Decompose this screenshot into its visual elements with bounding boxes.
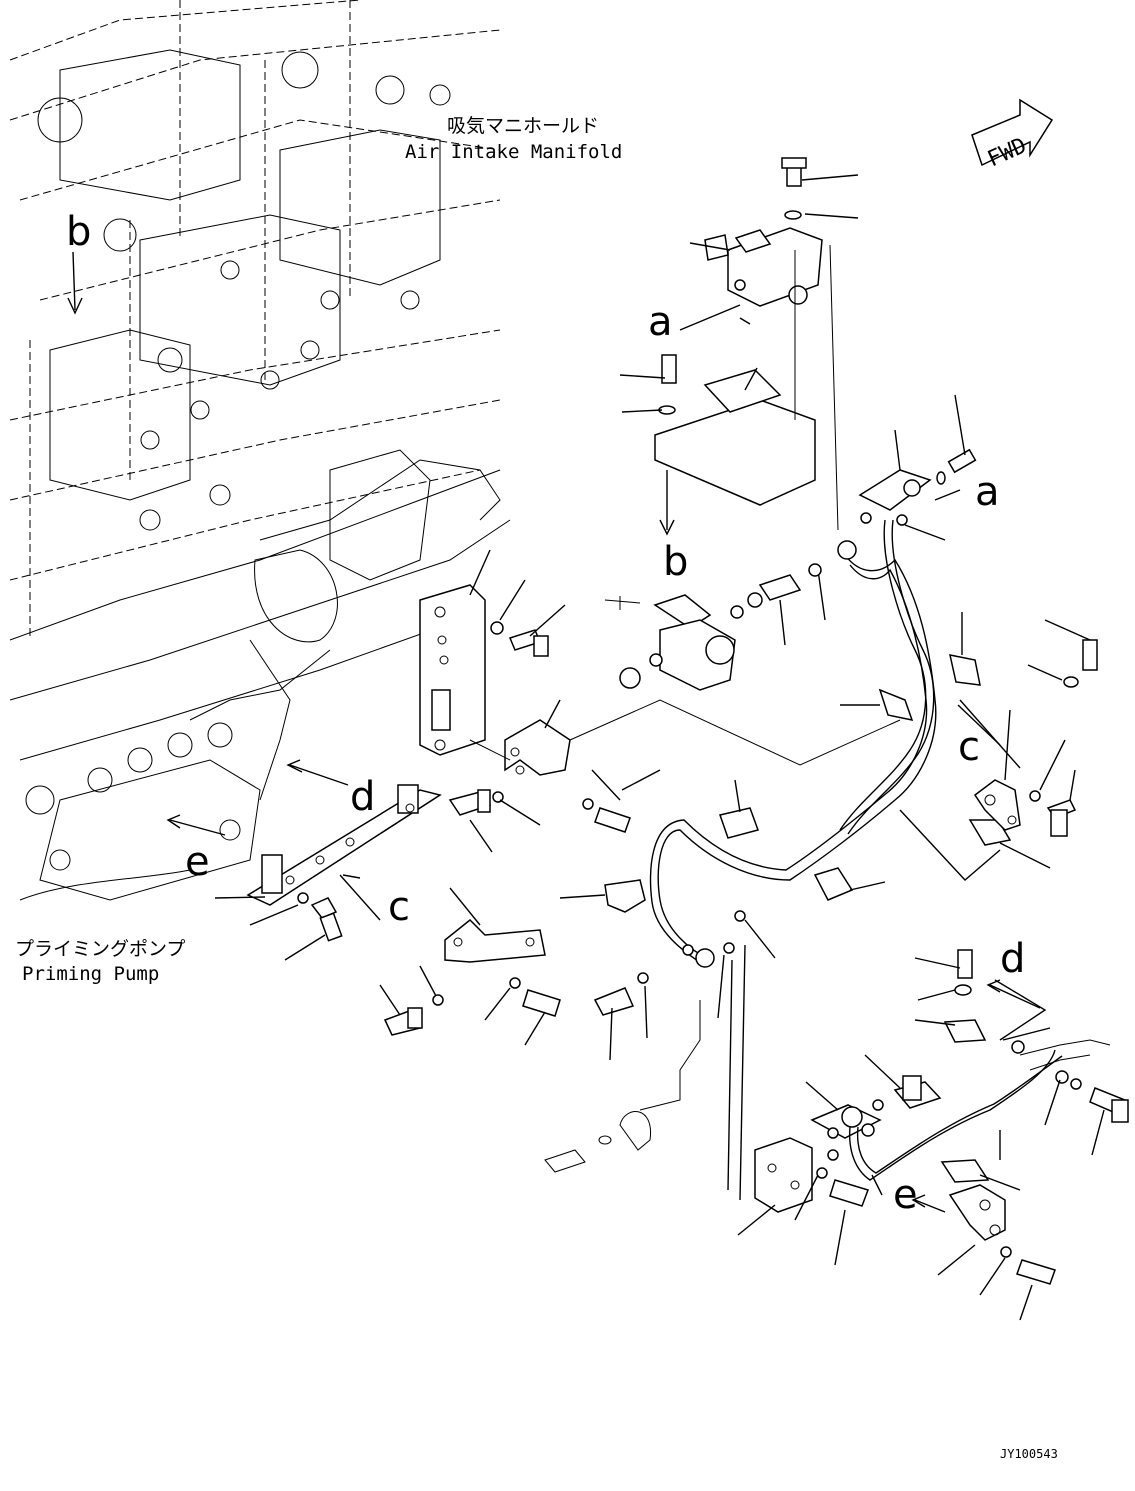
ref-d-right: d — [1000, 936, 1025, 982]
sensor-assembly — [679, 157, 859, 331]
lower-pipe-assembly — [544, 944, 1129, 1321]
air-intake-label-jp: 吸気マニホールド — [447, 115, 599, 137]
ref-a-right: a — [975, 469, 1000, 515]
ref-e-left: e — [185, 839, 210, 885]
ref-d-arrow — [286, 759, 349, 786]
pipe-clips — [559, 612, 1051, 1183]
ref-a-top: a — [648, 299, 673, 345]
u-bracket-lower — [444, 887, 546, 963]
figure-code: JY100543 — [1000, 1447, 1058, 1461]
mount-bracket — [619, 244, 839, 536]
priming-pump-label-en: Priming Pump — [22, 963, 159, 985]
fwd-arrow-icon: FWD — [971, 98, 1054, 172]
ref-c-right: c — [958, 724, 980, 770]
mounting-plate — [419, 549, 566, 756]
air-intake-label-en: Air Intake Manifold — [405, 141, 622, 163]
ref-e-right-arrow — [911, 1194, 946, 1213]
ref-b-arrow — [67, 251, 83, 315]
bracket-c-right — [899, 619, 1098, 881]
center-fasteners — [379, 769, 776, 1061]
engine-block — [9, 0, 511, 901]
ref-c-left: c — [388, 884, 410, 930]
ref-b-top: b — [66, 209, 91, 255]
priming-pump-label-jp: プライミングポンプ — [15, 938, 185, 960]
ref-d-left: d — [350, 774, 375, 820]
fuel-pipes — [649, 519, 937, 968]
ref-d-right-arrow — [986, 979, 1041, 1009]
ref-b-bottom: b — [663, 539, 688, 585]
ref-e-arrow — [166, 814, 226, 836]
u-bracket-upper — [469, 699, 901, 776]
ref-e-right: e — [893, 1172, 918, 1218]
fitting-assembly — [604, 563, 826, 691]
pipe-clamp-a — [858, 394, 977, 541]
bracket-c-left — [214, 784, 442, 961]
